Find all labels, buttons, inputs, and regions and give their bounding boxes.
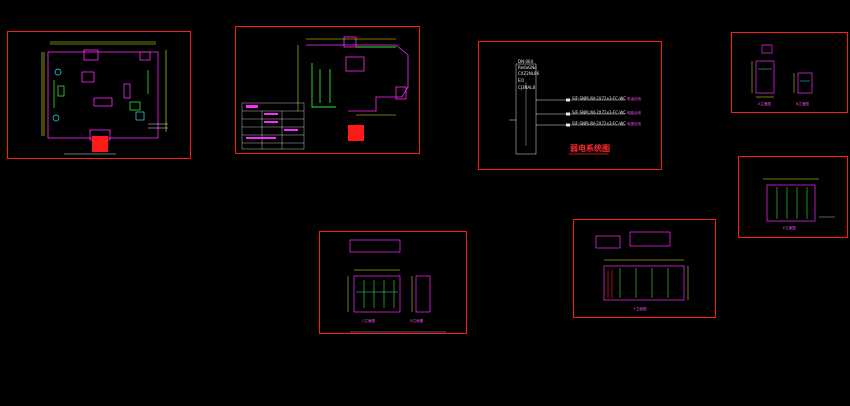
sheet-floor-plan[interactable] [7,31,191,159]
elevation-e-label: E立面图 [783,226,796,230]
floor-plan-drawing [41,41,168,155]
branch-cable-2: SIF-SNPL/W-2X72x3-FC-WC [572,110,627,115]
sheet-elevation-mid[interactable]: C立面图 D立面图 [319,231,467,334]
riser-line-4: EI1 [518,78,525,83]
branch-note-2: 电脑出线 [627,111,641,115]
branch-note-1: 电话出线 [627,97,641,101]
branch-cable-1: SIF-SNPL/W-2X72x3-FC-WC [572,96,627,101]
riser-line-1: DN-064 [518,59,534,64]
elevation-b-label: B立面图 [796,102,809,106]
plan-table-drawing [241,36,409,150]
elevation-mid-drawing [347,239,446,333]
system-diagram-title: 弱电系统图 [570,144,610,153]
elevation-f-label: F立面图 [634,307,647,311]
elevation-right-drawing [763,178,835,222]
riser-line-2: RedaGNo [518,65,537,70]
branch-note-3: 电视出线 [627,122,641,126]
branch-cable-3: SIF-SNPL/W-2X72x3-FC-WC [572,121,627,126]
elevation-a-label: A立面图 [758,102,771,106]
elevation-d-label: D立面图 [410,319,424,323]
sheet-plan-table[interactable] [235,26,420,154]
riser-line-5: CJ3NAL8 [518,85,536,90]
elevation-c-label: C立面图 [362,319,375,323]
sheet-elevation-bottom-right[interactable]: F立面图 [573,219,716,318]
system-diagram-drawing [509,63,625,155]
sheet-system-diagram[interactable]: DN-064 RedaGNo CXZ2NL86 EI1 CJ3NAL8 SIF-… [478,41,662,170]
elevation-small-drawing [751,44,813,98]
sheet-elevation-right[interactable]: E立面图 [738,156,848,238]
sheet-elevation-small[interactable]: A立面图 B立面图 [731,32,848,113]
elevation-bottom-right-drawing [595,231,689,301]
riser-line-3: CXZ2NL86 [518,71,540,76]
